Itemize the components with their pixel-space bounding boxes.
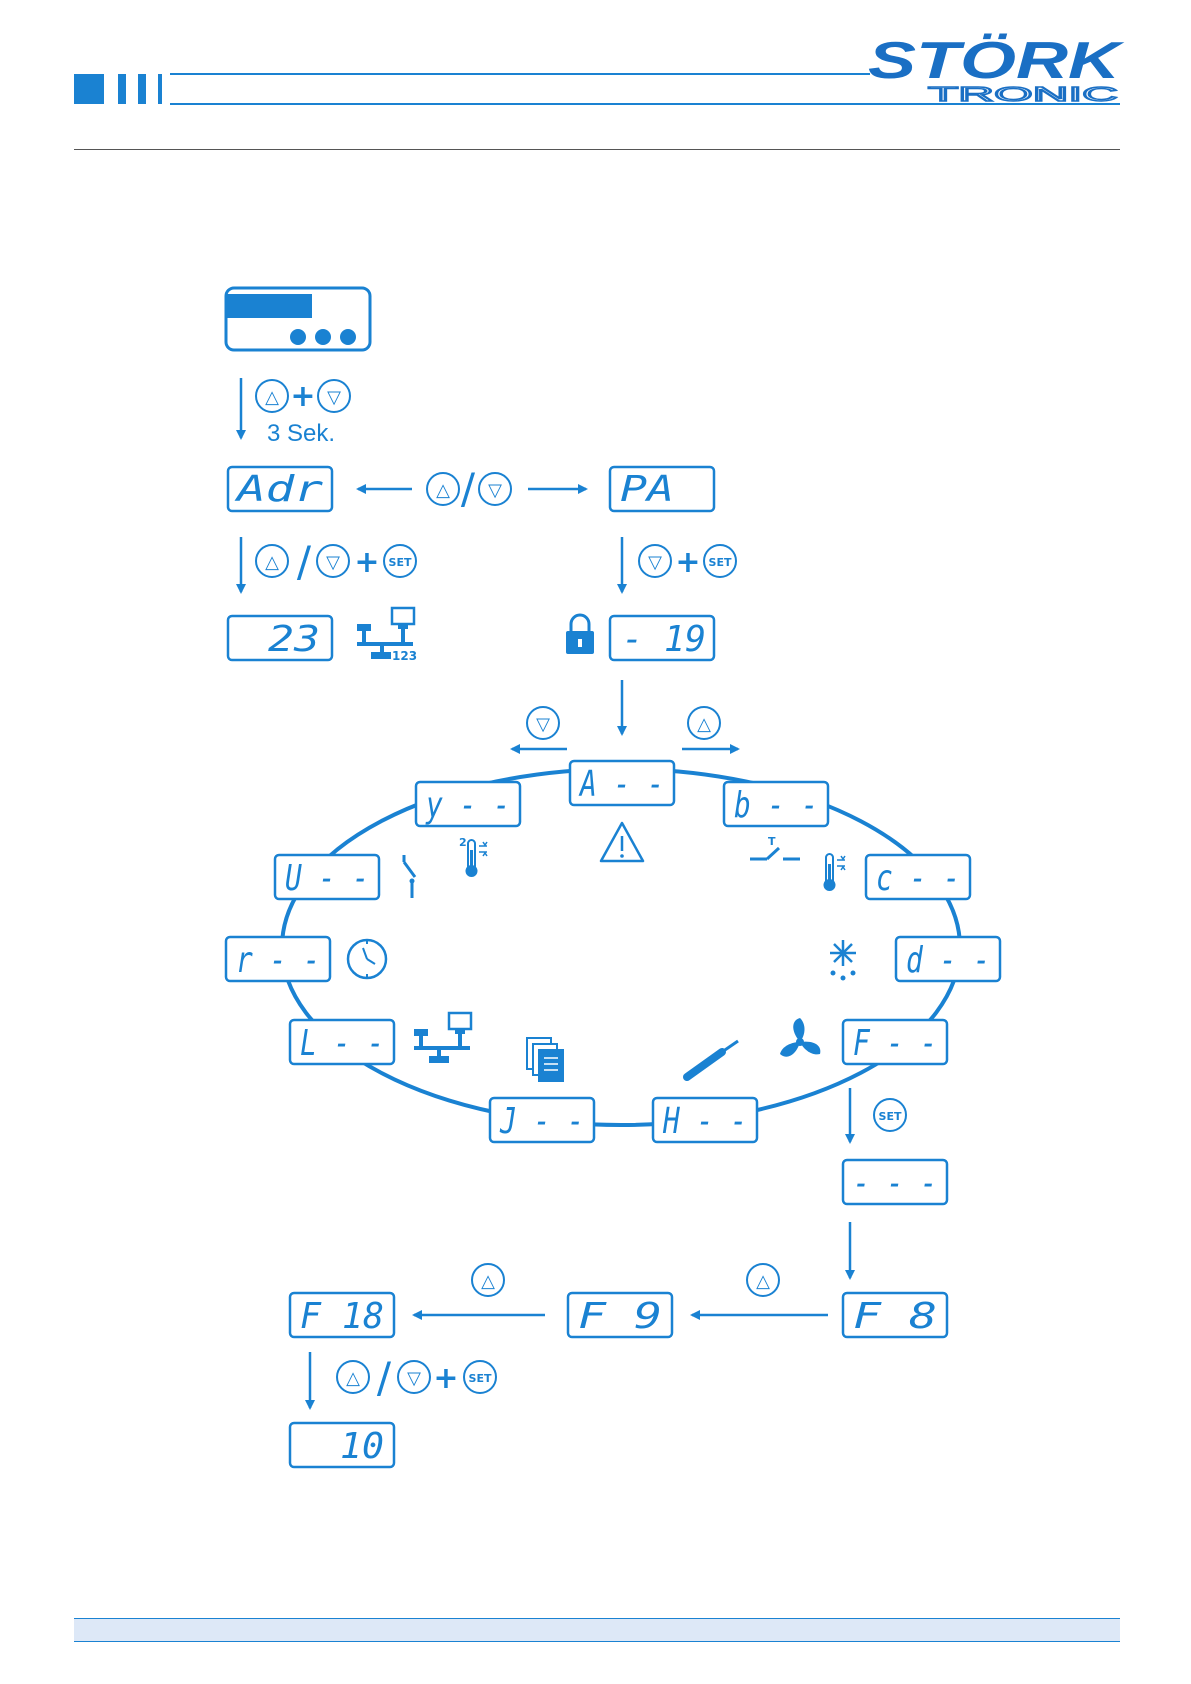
slash-sign: /: [297, 537, 312, 586]
menu-group-r[interactable]: r - -: [226, 937, 330, 981]
display-pa: PA: [620, 469, 674, 510]
svg-text:▽: ▽: [327, 387, 341, 408]
lock-icon: [566, 615, 594, 654]
menu-group-c[interactable]: c - -: [866, 855, 970, 899]
set-key[interactable]: SET: [704, 545, 736, 577]
plus-sign: +: [354, 545, 379, 580]
clock-icon: [348, 940, 386, 978]
svg-text:U - -: U - -: [285, 858, 369, 899]
up-key[interactable]: △: [472, 1264, 504, 1296]
svg-text:△: △: [346, 1368, 360, 1389]
svg-text:SET: SET: [879, 1110, 902, 1123]
svg-text:▽: ▽: [326, 552, 340, 573]
svg-text:d - -: d - -: [906, 940, 990, 981]
svg-text:r - -: r - -: [236, 940, 320, 981]
menu-group-b[interactable]: b - -: [724, 782, 828, 826]
svg-text:SET: SET: [389, 556, 412, 569]
fan-icon: [780, 1018, 820, 1057]
svg-text:▽: ▽: [536, 714, 550, 735]
svg-text:J - -: J - -: [499, 1101, 584, 1142]
warning-icon: [601, 823, 643, 861]
display-pass-value: - 19: [622, 619, 706, 660]
controller-device-icon: [226, 288, 370, 350]
svg-text:△: △: [481, 1271, 495, 1292]
svg-text:2: 2: [459, 836, 467, 849]
down-key[interactable]: ▽: [527, 707, 559, 739]
menu-group-y[interactable]: y - -: [416, 782, 520, 826]
svg-text:△: △: [265, 387, 279, 408]
down-key[interactable]: ▽: [317, 545, 349, 577]
up-key[interactable]: △: [256, 380, 288, 412]
thermometer-icon: [824, 854, 846, 891]
svg-text:c - -: c - -: [876, 858, 960, 899]
svg-text:△: △: [756, 1271, 770, 1292]
display-value-10: 10: [340, 1426, 384, 1467]
set-key[interactable]: SET: [384, 545, 416, 577]
defrost-icon: [830, 940, 856, 981]
slash-sign: /: [461, 464, 476, 513]
plus-sign: +: [433, 1361, 458, 1396]
thermometer-2-icon: 2: [459, 836, 487, 877]
svg-text:123: 123: [392, 649, 417, 663]
slash-sign: /: [377, 1353, 392, 1402]
display-adr: Adr: [234, 469, 323, 510]
menu-group-a[interactable]: A - -: [570, 761, 674, 805]
display-f18: F 18: [300, 1296, 384, 1337]
sensor-probe-icon: [687, 1041, 738, 1077]
up-key[interactable]: △: [337, 1361, 369, 1393]
set-key[interactable]: SET: [874, 1099, 906, 1131]
svg-text:SET: SET: [709, 556, 732, 569]
up-key[interactable]: △: [256, 545, 288, 577]
svg-text:SET: SET: [469, 1372, 492, 1385]
menu-group-j[interactable]: J - -: [490, 1098, 594, 1142]
svg-text:A - -: A - -: [578, 764, 664, 805]
svg-text:▽: ▽: [648, 552, 662, 573]
down-key[interactable]: ▽: [479, 473, 511, 505]
up-key[interactable]: △: [688, 707, 720, 739]
menu-group-f[interactable]: F - -: [843, 1020, 947, 1064]
svg-text:▽: ▽: [488, 480, 502, 501]
menu-group-d[interactable]: d - -: [896, 937, 1000, 981]
svg-text:△: △: [436, 480, 450, 501]
documents-icon: [527, 1038, 563, 1081]
relay-icon: T: [750, 835, 800, 859]
svg-text:▽: ▽: [407, 1368, 421, 1389]
down-key[interactable]: ▽: [398, 1361, 430, 1393]
menu-group-u[interactable]: U - -: [275, 855, 379, 899]
brand-sub: TRONIC: [928, 84, 1118, 106]
network-icon: 123: [357, 608, 417, 663]
hold-time-label: 3 Sek.: [267, 420, 335, 447]
svg-text:F - -: F - -: [853, 1023, 937, 1064]
up-key[interactable]: △: [747, 1264, 779, 1296]
menu-group-l[interactable]: L - -: [290, 1020, 394, 1064]
up-key[interactable]: △: [427, 473, 459, 505]
display-dashes: - - -: [853, 1163, 937, 1204]
svg-text:T: T: [768, 835, 776, 848]
display-addr-value: 23: [268, 619, 320, 660]
plus-sign: +: [290, 379, 315, 414]
brand-name: STÖRK: [868, 32, 1125, 90]
menu-group-h[interactable]: H - -: [653, 1098, 757, 1142]
network-icon: [414, 1013, 471, 1063]
down-key[interactable]: ▽: [318, 380, 350, 412]
svg-text:△: △: [697, 714, 711, 735]
svg-text:△: △: [265, 552, 279, 573]
down-key[interactable]: ▽: [639, 545, 671, 577]
svg-text:H - -: H - -: [662, 1101, 747, 1142]
switch-icon: [404, 855, 415, 898]
display-f8: F 8: [853, 1296, 937, 1337]
svg-text:L - -: L - -: [300, 1023, 384, 1064]
svg-text:b - -: b - -: [734, 785, 818, 826]
brand-logo: STÖRK TRONIC: [868, 32, 1125, 106]
plus-sign: +: [675, 545, 700, 580]
display-f9: F 9: [578, 1296, 662, 1337]
footer-bar: [74, 1618, 1120, 1642]
set-key[interactable]: SET: [464, 1361, 496, 1393]
svg-text:y - -: y - -: [425, 785, 510, 826]
